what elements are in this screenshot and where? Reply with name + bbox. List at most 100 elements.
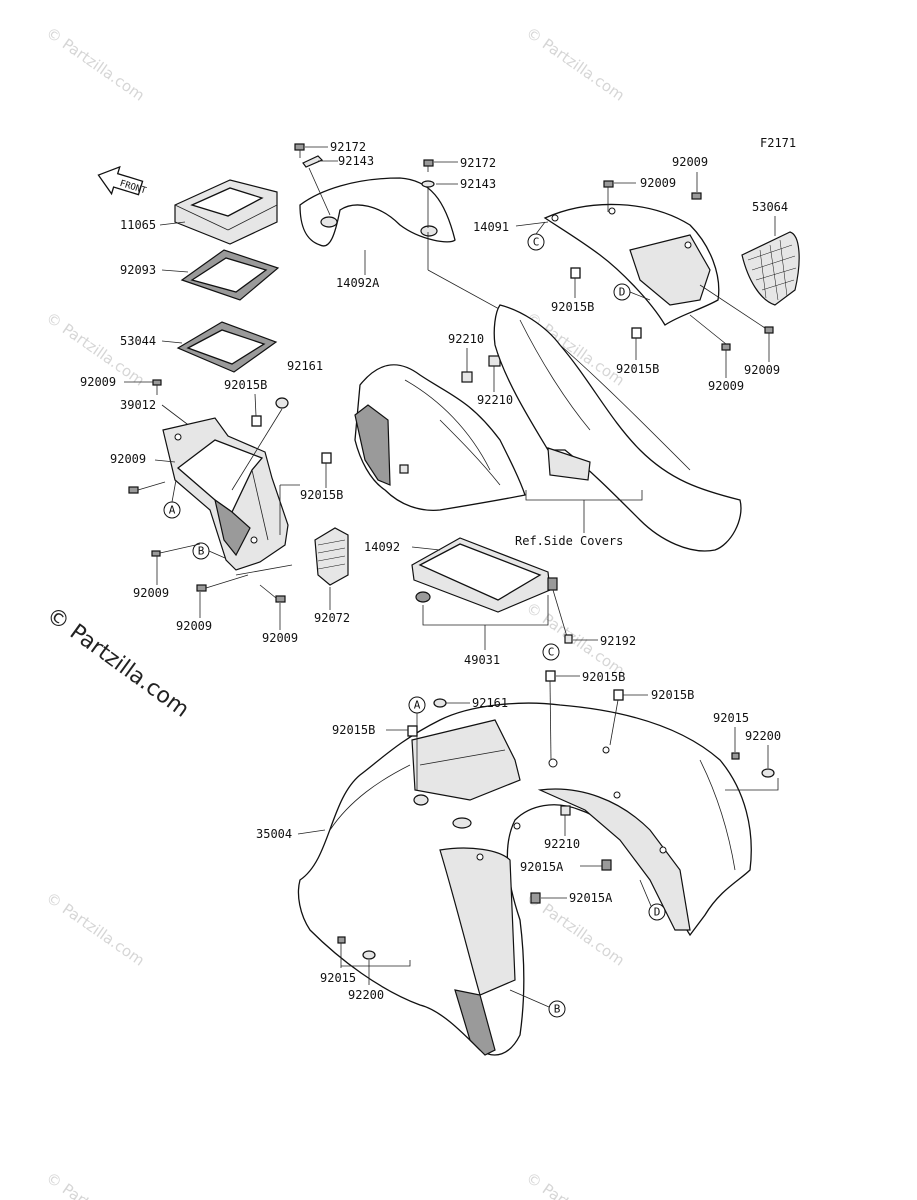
label-92161-a: 92161: [287, 359, 323, 373]
label-92015B-a: 92015B: [224, 378, 267, 392]
watermark-1: © Partzilla.com: [43, 24, 148, 105]
grommet-92015B-a: [251, 415, 262, 427]
svg-text:B: B: [198, 545, 205, 558]
callout-D2: D: [648, 903, 666, 921]
latch-92192: [547, 577, 558, 591]
label-49031: 49031: [464, 653, 500, 667]
washer-92143-b: [421, 180, 435, 188]
label-92143-b: 92143: [460, 177, 496, 191]
label-92143-a: 92143: [338, 154, 374, 168]
label-53064: 53064: [752, 200, 788, 214]
washer-92200-b: [362, 950, 376, 960]
label-14092: 14092: [364, 540, 400, 554]
callout-C2: C: [542, 643, 560, 661]
label-92009-c: 92009: [133, 586, 169, 600]
label-92015A-a: 92015A: [520, 860, 564, 874]
gasket-92093: [180, 249, 280, 301]
label-92210-c: 92210: [544, 837, 580, 851]
svg-text:D: D: [619, 286, 626, 299]
screw-92009-e: [259, 584, 286, 603]
label-92009-a: 92009: [80, 375, 116, 389]
clip-92210-c: [560, 805, 571, 816]
svg-text:D: D: [654, 906, 661, 919]
cover-14092A: [299, 177, 456, 247]
label-92210-a: 92210: [448, 332, 484, 346]
screw-92009-g: [691, 192, 702, 200]
label-92172-a: 92172: [330, 140, 366, 154]
svg-text:C: C: [548, 646, 555, 659]
watermark-9: © Partzilla.com: [523, 1169, 628, 1200]
cap-92161-a: [275, 397, 289, 409]
callout-B2: B: [548, 1000, 566, 1018]
screw-92009-i: [764, 326, 774, 334]
watermark-2: © Partzilla.com: [523, 24, 628, 105]
callout-C1: C: [527, 233, 545, 251]
label-92172-b: 92172: [460, 156, 496, 170]
bolt-92172-a: [294, 143, 305, 158]
label-92009-i: 92009: [744, 363, 780, 377]
callout-A1: A: [163, 501, 181, 519]
grille-92072: [314, 527, 349, 586]
cap-92161-b: [433, 698, 447, 708]
label-92009-f: 92009: [640, 176, 676, 190]
screw-92009-d: [196, 574, 249, 592]
nut-92015-a: [731, 752, 740, 760]
label-11065: 11065: [120, 218, 156, 232]
nut-92015A-a: [601, 859, 612, 871]
screw-92009-h: [721, 343, 731, 351]
label-92015B-f: 92015B: [582, 670, 625, 684]
label-92015B-b: 92015B: [300, 488, 343, 502]
label-92015B-c: 92015B: [551, 300, 594, 314]
label-92192: 92192: [600, 634, 636, 648]
nut-92015A-b: [530, 892, 541, 904]
svg-text:A: A: [414, 699, 421, 712]
grille-53064: [741, 231, 800, 306]
label-92161-b: 92161: [472, 696, 508, 710]
front-arrow-icon: FRONT: [97, 165, 148, 197]
watermark-6: © Partzilla.com: [43, 889, 148, 970]
watermark-main: © Partzilla.com: [41, 603, 193, 723]
callout-A2: A: [408, 696, 426, 714]
label-92015B-e: 92015B: [332, 723, 375, 737]
label-92210-b: 92210: [477, 393, 513, 407]
label-92200-a: 92200: [745, 729, 781, 743]
label-92200-b: 92200: [348, 988, 384, 1002]
label-39012: 39012: [120, 398, 156, 412]
washer-92143-a: [302, 155, 324, 168]
lid-14092: [411, 537, 551, 613]
seal-53044: [176, 321, 278, 373]
grommet-92015B-d: [631, 327, 642, 339]
label-92015B-g: 92015B: [651, 688, 694, 702]
label-92009-g: 92009: [672, 155, 708, 169]
label-92093: 92093: [120, 263, 156, 277]
pin-92192: [564, 634, 573, 644]
cover-14091: [543, 203, 720, 326]
label-92015B-d: 92015B: [616, 362, 659, 376]
watermark-8: © Partzilla.com: [43, 1169, 148, 1200]
inner-fender-panel: [354, 364, 526, 511]
lid-11065: [174, 179, 278, 245]
side-cover-ref: [493, 304, 742, 552]
label-35004: 35004: [256, 827, 292, 841]
label-92009-h: 92009: [708, 379, 744, 393]
grommet-92015B-f: [545, 670, 556, 682]
ref-side-covers: Ref.Side Covers: [515, 534, 623, 548]
front-label: FRONT: [118, 179, 147, 197]
label-92015A-b: 92015A: [569, 891, 613, 905]
svg-text:C: C: [533, 236, 540, 249]
screw-92009-c: [151, 543, 201, 557]
figure-code: F2171: [760, 136, 796, 150]
grommet-92015B-g: [613, 689, 624, 701]
label-53044: 53044: [120, 334, 156, 348]
label-92009-e: 92009: [262, 631, 298, 645]
grommet-92015B-b: [321, 452, 332, 464]
label-92009-d: 92009: [176, 619, 212, 633]
svg-text:B: B: [554, 1003, 561, 1016]
callout-B1: B: [192, 542, 210, 560]
label-14092A: 14092A: [336, 276, 380, 290]
nut-92015-b: [337, 936, 346, 944]
label-14091: 14091: [473, 220, 509, 234]
label-92015-b: 92015: [320, 971, 356, 985]
